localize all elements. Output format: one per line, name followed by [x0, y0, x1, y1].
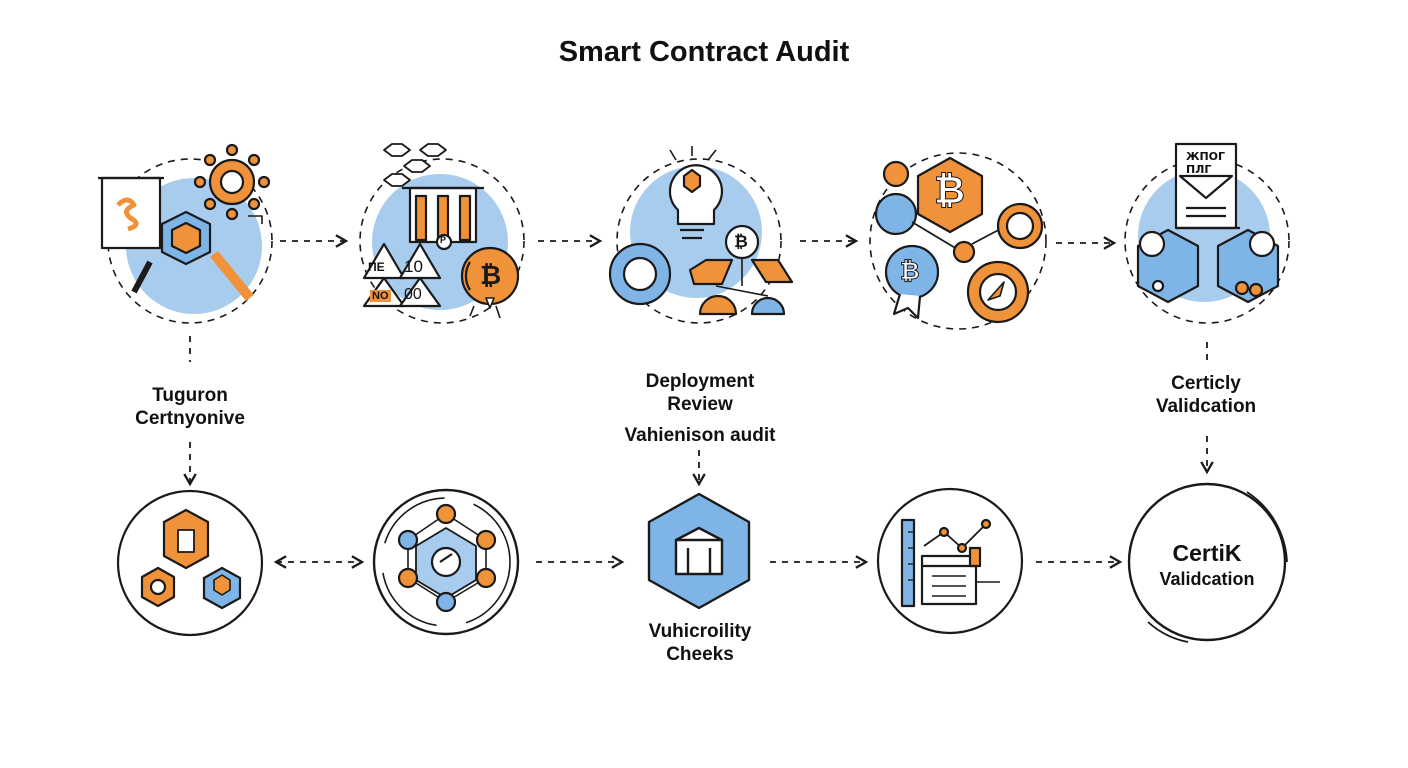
label-node8: Vuhicroility Cheeks — [610, 620, 790, 666]
code-inspection-icon — [98, 143, 273, 324]
blockchain-ledger-icon — [359, 143, 525, 324]
bitcoin-gear-icon — [869, 152, 1047, 330]
label-node1: Tuguron Certnyonive — [110, 384, 270, 430]
chart-calendar-icon — [876, 487, 1024, 635]
bitcoin-symbol-node3: ₿ — [734, 232, 748, 251]
label-node3-line2: Review — [667, 394, 733, 415]
label-node3: Deployment Review Vahienison audit — [600, 370, 800, 447]
connectors — [183, 234, 1214, 569]
hexagon-box-icon — [647, 492, 751, 610]
bitcoin-symbol-node2: ₿ — [480, 260, 502, 290]
bitcoin-symbol-node4-main: ₿ — [934, 170, 966, 213]
bitcoin-symbol-node4-small: ₿ — [900, 258, 921, 286]
final-validation-circle — [1127, 482, 1288, 643]
label-node5: Certicly Validcation — [1126, 372, 1286, 418]
label-node10-line1: CertiK — [1172, 540, 1242, 566]
lightbulb-network-icon — [608, 146, 794, 324]
node2-icon-text-4: 00 — [404, 286, 422, 303]
document-validation-icon — [1124, 142, 1290, 324]
label-node10-line2: Validcation — [1159, 569, 1255, 589]
label-node1-line1: Tuguron — [152, 385, 228, 406]
label-node8-line1: Vuhicroility — [648, 621, 752, 642]
label-node5-line1: Certicly — [1171, 373, 1241, 394]
page-title: Smart Contract Audit — [558, 36, 850, 68]
label-node10: CertiK Validcation — [1127, 540, 1287, 590]
hexagon-blocks-icon — [116, 489, 264, 637]
node2-icon-text-2: 10 — [404, 257, 423, 276]
node5-document-text-1: ЖПОГ — [1186, 150, 1226, 163]
label-node3-line1: Deployment — [645, 371, 755, 392]
node5-document-text-2: ПЛГ — [1186, 163, 1212, 176]
network-graph-icon — [372, 488, 520, 636]
node2-icon-text-3: NO — [370, 290, 391, 302]
node2-coin-text: P — [440, 235, 447, 245]
label-node1-line2: Certnyonive — [135, 408, 245, 429]
label-node8-line2: Cheeks — [666, 644, 734, 665]
node2-icon-text-1: ΠE — [368, 260, 385, 274]
label-node3-line3: Vahienison audit — [624, 425, 776, 446]
label-node5-line2: Validcation — [1155, 396, 1257, 417]
